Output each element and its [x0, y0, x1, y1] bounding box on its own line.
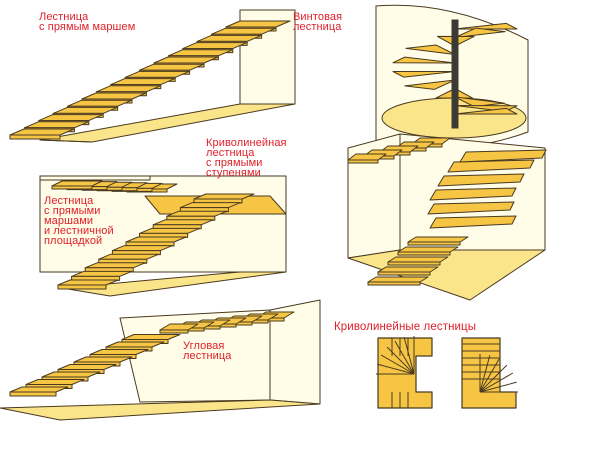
curved-lower-step-2-tread	[377, 266, 439, 273]
label-landing-stair: Лестница с прямыми маршами и лестничной …	[44, 195, 114, 247]
spiral-step-10	[454, 27, 506, 38]
curved-lower-step-4-riser	[397, 251, 451, 256]
landing-lower-step-2-riser	[71, 275, 121, 281]
landing-lower-step-6-tread	[125, 236, 187, 243]
plan-right-fan-line-2	[479, 381, 517, 393]
landing-lower-step-1-tread	[57, 279, 119, 286]
straight-step-1-riser	[9, 134, 61, 140]
landing-lower-step-8-tread	[152, 219, 214, 226]
corner-lower-step-1-tread	[9, 386, 69, 393]
curved-lower-step-1-riser	[367, 281, 421, 286]
straight-step-6-tread	[81, 92, 147, 100]
straight-step-10-tread	[139, 63, 205, 71]
corner-lower-step-1-riser	[9, 391, 57, 397]
landing-lower-step-5-riser	[111, 250, 161, 256]
label-straight-stair: Лестница с прямым маршем	[39, 11, 136, 33]
plan-left-outline	[377, 337, 433, 409]
corner-lower-step-2-tread	[25, 379, 85, 385]
straight-step-2-tread	[23, 121, 89, 129]
landing-floor	[61, 271, 287, 297]
curved-lower-step-3-riser	[387, 261, 441, 266]
corner-lower-step-5-tread	[73, 356, 133, 363]
corner-lower-step-4-tread	[57, 364, 117, 370]
curved-lower-step-5-riser	[407, 241, 461, 246]
corner-floor	[0, 399, 321, 421]
corner-upper-step-1-riser	[159, 329, 189, 334]
landing-upper-step-1-riser	[51, 185, 93, 190]
curved-lower-step-3-tread	[387, 256, 449, 263]
label-curved-plans: Криволинейные лестницы	[334, 321, 477, 333]
plan-left-fan-line-2	[377, 363, 415, 375]
straight-step-7-tread	[95, 85, 161, 93]
curved-fan-step-5	[447, 159, 535, 173]
plan-left-fan-line-5	[394, 340, 415, 375]
straight-staircase-figure	[9, 9, 296, 143]
curved-lower-step-4-tread	[397, 246, 459, 253]
corner-lower-step-3-tread	[41, 371, 101, 378]
plan-right-fan-line-6	[479, 355, 491, 393]
spiral-pole	[451, 19, 459, 129]
landing-lower-step-1-riser	[57, 284, 107, 290]
spiral-step-7	[392, 56, 456, 64]
straight-step-13-tread	[182, 42, 248, 50]
curved-staircase-figure	[347, 133, 547, 301]
plan-left-fan-line-3	[380, 354, 415, 375]
label-curved-straight-steps: Криволинейная лестница с прямыми ступеня…	[206, 137, 287, 179]
landing-lower-step-5-tread	[111, 245, 173, 252]
landing-lower-step-8-riser	[152, 224, 202, 230]
straight-step-4-tread	[52, 106, 118, 114]
landing-lower-step-11-riser	[193, 198, 243, 204]
spiral-step-5	[404, 79, 456, 90]
plan-right-outline	[461, 337, 517, 409]
landing-lower-step-9-riser	[166, 215, 216, 221]
landing-lower-step-10-riser	[179, 207, 229, 213]
straight-step-12-tread	[167, 49, 233, 57]
straight-step-11-tread	[153, 56, 219, 64]
straight-floor-edge	[39, 139, 93, 143]
curved-upper-step-1-riser	[347, 159, 379, 164]
curved-fan-step-4	[437, 173, 525, 187]
curved-plan-right-figure	[461, 337, 518, 409]
landing-lower-step-3-tread	[84, 262, 146, 269]
curved-fan-step-2	[427, 201, 515, 215]
landing-lower-step-10-tread	[179, 202, 241, 209]
curved-fan-step-3	[429, 187, 517, 201]
curved-lower-step-1-tread	[367, 276, 429, 283]
spiral-step-6	[392, 71, 456, 78]
landing-lower-step-4-tread	[98, 253, 160, 260]
landing-lower-step-7-riser	[139, 232, 189, 238]
plan-left-fan-line-6	[403, 337, 415, 375]
straight-step-8-tread	[110, 78, 176, 86]
curved-lower-step-2-riser	[377, 271, 431, 276]
straight-step-9-tread	[124, 70, 190, 78]
curved-lower-step-5-tread	[407, 236, 469, 243]
label-spiral-stair: Винтовая лестница	[293, 11, 343, 33]
curved-fan-step-1	[429, 215, 517, 229]
label-corner-stair: Угловая лестница	[183, 340, 232, 362]
landing-lower-step-3-riser	[84, 267, 134, 273]
landing-lower-step-11-tread	[193, 193, 255, 200]
landing-lower-step-4-riser	[98, 258, 148, 264]
straight-step-1-tread	[9, 128, 75, 136]
straight-step-3-tread	[38, 114, 104, 122]
landing-lower-step-6-riser	[125, 241, 175, 247]
plan-right-fan-line-3	[479, 372, 514, 393]
spiral-staircase-figure	[375, 4, 529, 149]
straight-step-5-tread	[67, 99, 133, 107]
curved-fan-step-6	[459, 149, 547, 163]
landing-staircase-figure	[39, 175, 287, 297]
landing-top-edge	[39, 175, 151, 181]
corner-staircase-figure	[0, 299, 321, 421]
spiral-step-3	[454, 96, 505, 108]
landing-upper-step-1-tread	[51, 180, 103, 187]
curved-plan-left-figure	[376, 336, 433, 409]
spiral-step-8	[405, 44, 456, 55]
landing-lower-step-2-tread	[71, 270, 133, 277]
landing-lower-step-9-tread	[166, 210, 228, 217]
landing-lower-step-7-tread	[139, 227, 201, 234]
spiral-step-1	[454, 107, 518, 115]
